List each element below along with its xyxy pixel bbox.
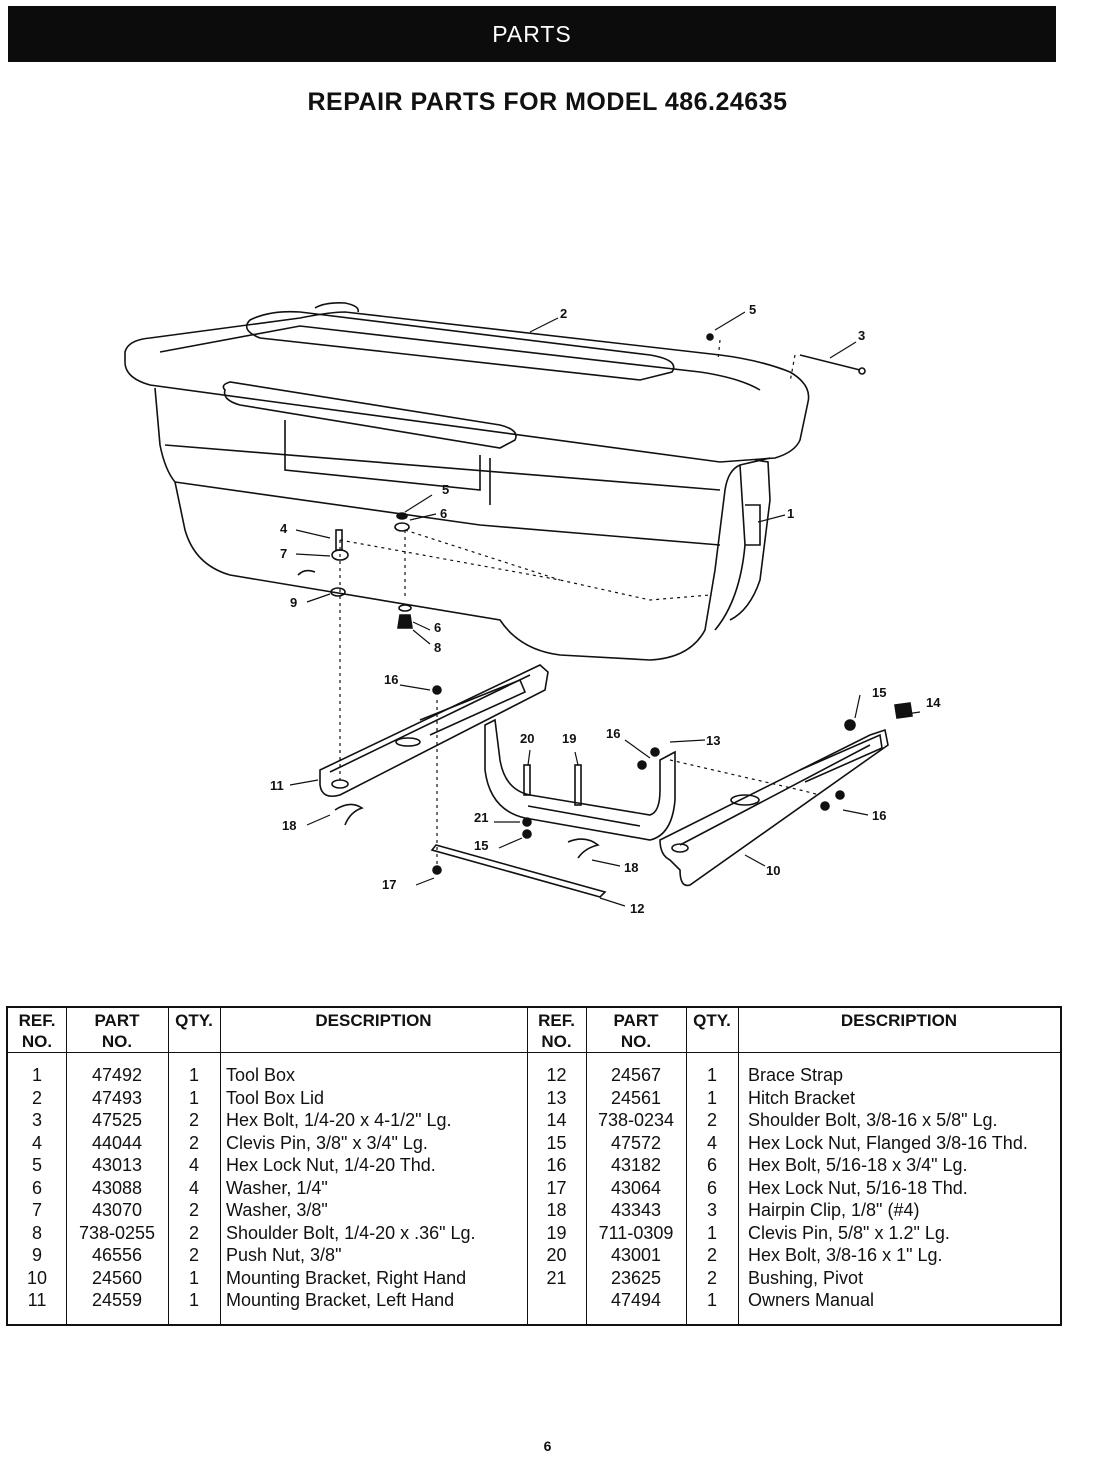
tool-box: [154, 387, 771, 661]
table-row: 1 47492 1 Tool Box 12 24567 1 Brace Stra…: [31, 1065, 844, 1085]
callout: 20: [520, 731, 534, 746]
table-row: 2 47493 1 Tool Box Lid 13 24561 1 Hitch …: [31, 1087, 856, 1108]
callout: 14: [926, 695, 941, 710]
callout: 16: [384, 672, 398, 687]
table-row: 6 43088 4 Washer, 1/4" 17 43064 6 Hex Lo…: [31, 1177, 968, 1198]
brace-strap: [430, 844, 607, 898]
mounting-bracket-left: [319, 664, 549, 798]
callout: 6: [440, 506, 447, 521]
callout: 2: [560, 306, 567, 321]
table-row: 9 46556 2 Push Nut, 3/8" 20 43001 2 Hex …: [31, 1245, 943, 1265]
hitch-bracket: [484, 718, 676, 841]
header-description: DESCRIPTION: [840, 1011, 958, 1030]
callout: 18: [624, 860, 638, 875]
exploded-parts-diagram: 2 5 3 1 5 6 4 7 9 6 8 16 15 14 20 19 16 …: [124, 302, 941, 916]
callout: 9: [290, 595, 297, 610]
small-hardware: [330, 333, 913, 875]
callout: 10: [766, 863, 780, 878]
callout: 19: [562, 731, 576, 746]
section-header: PARTS: [8, 6, 1056, 62]
callout: 16: [606, 726, 620, 741]
table-row: 5 43013 4 Hex Lock Nut, 1/4-20 Thd. 16 4…: [31, 1155, 968, 1175]
callout: 4: [280, 521, 288, 536]
callout: 16: [872, 808, 886, 823]
mounting-bracket-right: [659, 728, 889, 887]
hairpin-clips: [334, 803, 600, 859]
header-qty: QTY.: [693, 1011, 731, 1030]
table-row: 10 24560 1 Mounting Bracket, Right Hand …: [26, 1267, 864, 1288]
callout-labels: 2 5 3 1 5 6 4 7 9 6 8 16 15 14 20 19 16 …: [270, 302, 941, 916]
callout: 6: [434, 620, 441, 635]
callout: 18: [282, 818, 296, 833]
callout: 17: [382, 877, 396, 892]
callout: 15: [474, 838, 488, 853]
table-row: 8 738-0255 2 Shoulder Bolt, 1/4-20 x .36…: [31, 1222, 950, 1243]
callout: 5: [749, 302, 756, 317]
callout: 21: [474, 810, 488, 825]
callout: 1: [787, 506, 794, 521]
callout: 8: [434, 640, 441, 655]
callout: 15: [872, 685, 886, 700]
page-title: REPAIR PARTS FOR MODEL 486.24635: [307, 88, 788, 116]
hex-bolt-3: [799, 354, 866, 375]
callout: 3: [858, 328, 865, 343]
table-row: 11 24559 1 Mounting Bracket, Left Hand 4…: [27, 1290, 875, 1310]
header-qty: QTY.: [175, 1011, 213, 1030]
header-ref-no: REF.NO.: [538, 1011, 575, 1051]
leader-lines: [289, 311, 921, 907]
page-number: 6: [543, 1438, 552, 1454]
callout: 5: [442, 482, 449, 497]
callout: 11: [270, 778, 284, 793]
section-title: PARTS: [492, 21, 572, 47]
callout: 13: [706, 733, 720, 748]
assembly-guide-lines: [339, 339, 821, 870]
callout: 12: [630, 901, 644, 916]
header-ref-no: REF.NO.: [18, 1011, 56, 1051]
table-row: 7 43070 2 Washer, 3/8" 18 43343 3 Hairpi…: [31, 1200, 920, 1220]
callout: 7: [280, 546, 287, 561]
tool-box-lid: [124, 302, 810, 463]
table-row: 3 47525 2 Hex Bolt, 1/4-20 x 4-1/2" Lg. …: [31, 1110, 998, 1130]
header-description: DESCRIPTION: [315, 1011, 432, 1030]
table-row: 4 44044 2 Clevis Pin, 3/8" x 3/4" Lg. 15…: [31, 1132, 1028, 1153]
